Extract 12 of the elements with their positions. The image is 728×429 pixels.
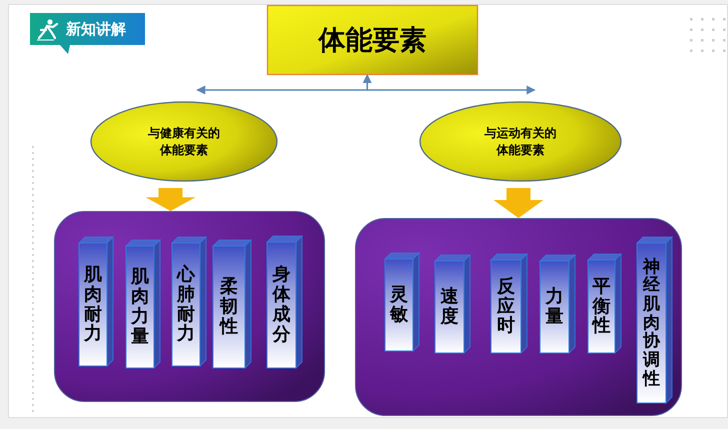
group-panel [355,218,682,416]
category-ellipse [90,101,278,182]
category-label: 与健康有关的体能要素 [148,124,220,158]
badge-title: 新知讲解 [66,19,126,39]
block-arrow [146,188,196,211]
block-arrow [494,188,544,218]
arrow [362,74,536,94]
category-label: 与运动有关的体能要素 [484,124,556,158]
title-box [267,5,478,75]
title-text: 体能要素 [318,24,426,58]
category-ellipse [419,101,622,182]
group-panel [54,211,325,402]
